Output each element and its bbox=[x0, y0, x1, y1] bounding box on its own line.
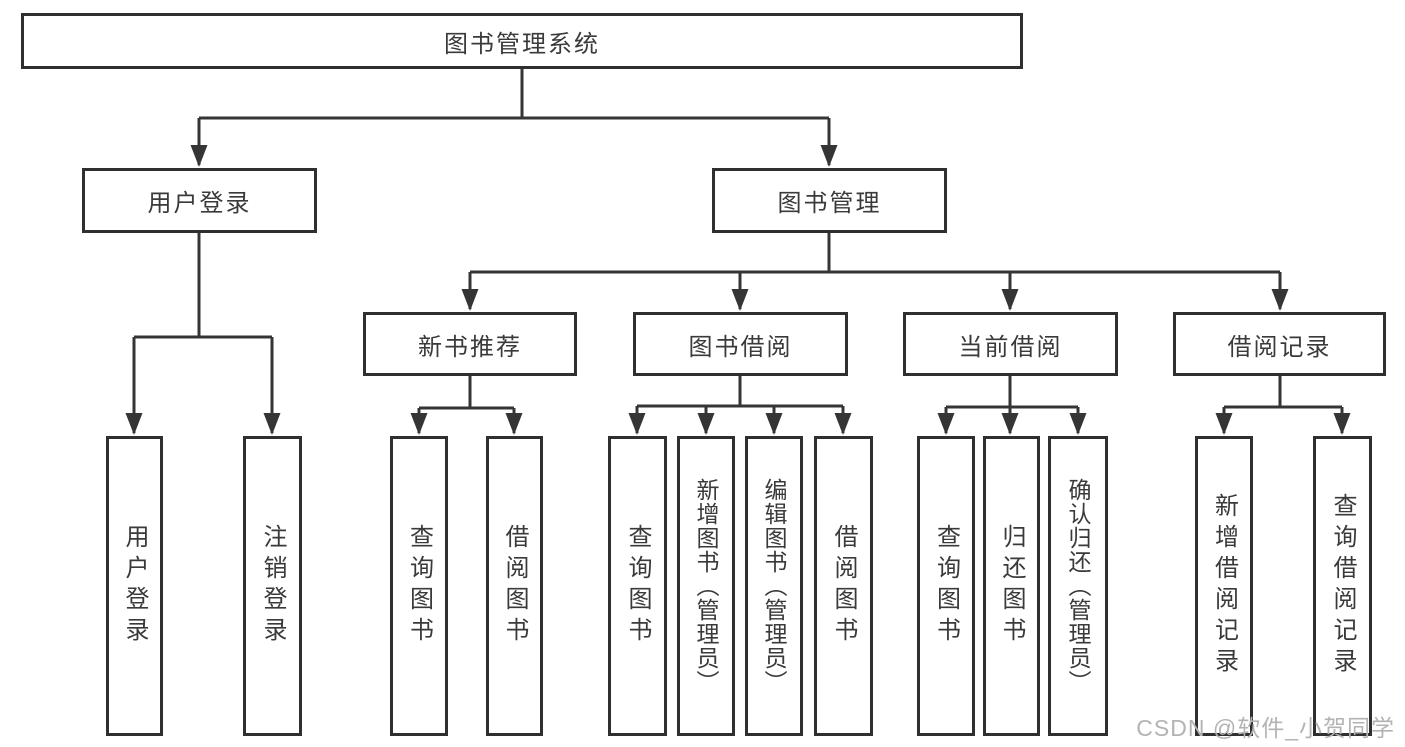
leaf-user-login-label: 用户登录 bbox=[121, 524, 148, 648]
leaf-user-login: 用户登录 bbox=[106, 436, 163, 736]
leaf-query-books-3-label: 查询图书 bbox=[932, 524, 960, 648]
leaf-return-books: 归还图书 bbox=[983, 436, 1040, 736]
node-new-book-recommend-label: 新书推荐 bbox=[418, 333, 522, 361]
leaf-confirm-return-admin: 确认归还（管理员） bbox=[1048, 436, 1108, 736]
node-book-management: 图书管理 bbox=[712, 168, 947, 233]
leaf-query-books-3: 查询图书 bbox=[917, 436, 975, 736]
leaf-query-books-2: 查询图书 bbox=[608, 436, 667, 736]
leaf-borrow-books-2-label: 借阅图书 bbox=[830, 524, 857, 648]
leaf-query-books-2-label: 查询图书 bbox=[624, 524, 651, 648]
leaf-add-book-admin: 新增图书（管理员） bbox=[677, 436, 735, 736]
node-user-login-label: 用户登录 bbox=[147, 190, 252, 217]
leaf-return-books-label: 归还图书 bbox=[998, 524, 1025, 648]
leaf-edit-book-admin-label: 编辑图书（管理员） bbox=[761, 478, 787, 694]
arrowheads bbox=[125, 145, 1351, 435]
leaf-logout: 注销登录 bbox=[243, 436, 302, 736]
node-root-label: 图书管理系统 bbox=[444, 30, 600, 58]
node-book-borrow: 图书借阅 bbox=[633, 312, 848, 376]
node-book-management-label: 图书管理 bbox=[777, 190, 882, 217]
leaf-query-books-1: 查询图书 bbox=[390, 436, 448, 736]
csdn-watermark: CSDN @软件_小贺同学 bbox=[1136, 715, 1395, 741]
leaf-query-borrow-record: 查询借阅记录 bbox=[1313, 436, 1372, 736]
leaf-borrow-books-2: 借阅图书 bbox=[814, 436, 873, 736]
node-current-borrow: 当前借阅 bbox=[903, 312, 1118, 376]
leaf-confirm-return-admin-label: 确认归还（管理员） bbox=[1065, 478, 1091, 694]
leaf-add-borrow-record-label: 新增借阅记录 bbox=[1210, 493, 1238, 679]
leaf-query-books-1-label: 查询图书 bbox=[405, 524, 433, 648]
node-new-book-recommend: 新书推荐 bbox=[363, 312, 577, 376]
node-book-borrow-label: 图书借阅 bbox=[688, 333, 793, 361]
node-root: 图书管理系统 bbox=[21, 13, 1023, 69]
node-user-login: 用户登录 bbox=[82, 168, 317, 233]
leaf-add-borrow-record: 新增借阅记录 bbox=[1195, 436, 1253, 736]
leaf-logout-label: 注销登录 bbox=[259, 524, 286, 648]
node-borrow-records: 借阅记录 bbox=[1173, 312, 1386, 376]
leaf-add-book-admin-label: 新增图书（管理员） bbox=[693, 478, 719, 694]
leaf-edit-book-admin: 编辑图书（管理员） bbox=[745, 436, 803, 736]
node-borrow-records-label: 借阅记录 bbox=[1227, 333, 1332, 361]
node-current-borrow-label: 当前借阅 bbox=[958, 333, 1063, 361]
leaf-query-borrow-record-label: 查询借阅记录 bbox=[1329, 493, 1356, 679]
leaf-borrow-books-1: 借阅图书 bbox=[486, 436, 543, 736]
leaf-borrow-books-1-label: 借阅图书 bbox=[501, 524, 528, 648]
